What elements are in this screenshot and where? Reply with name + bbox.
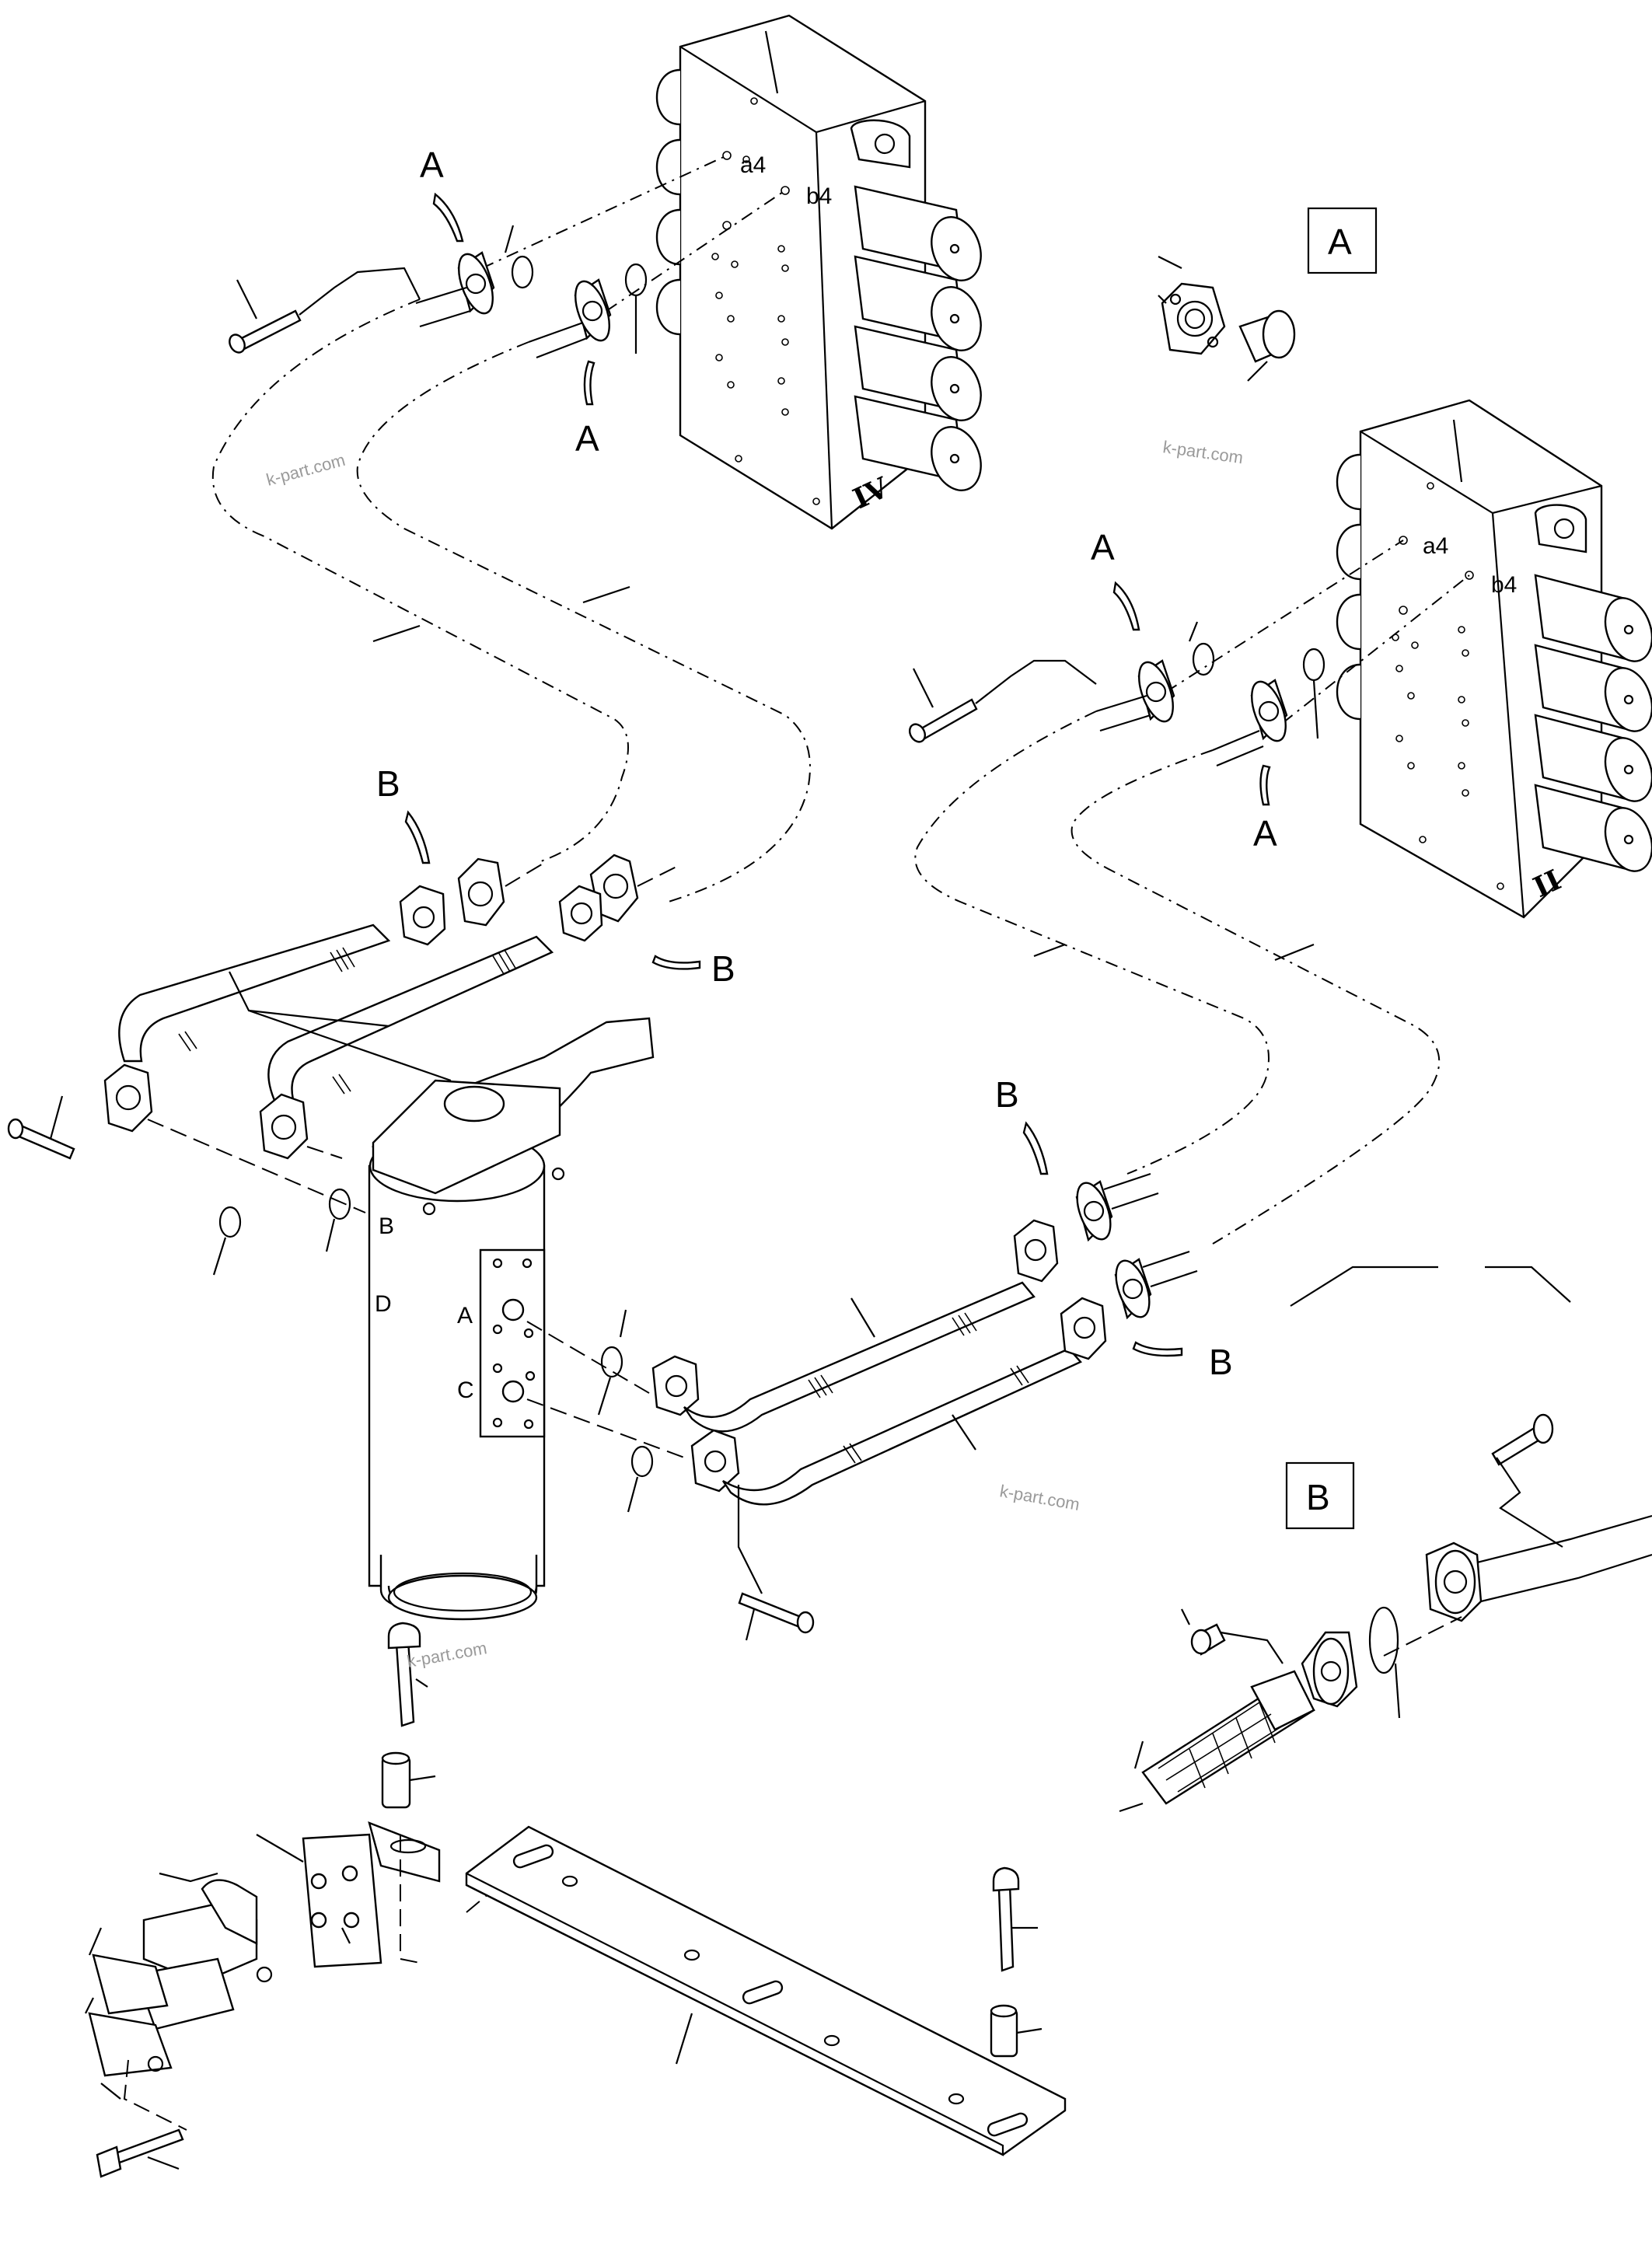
hose-assemblies-right (526, 1172, 1198, 1641)
hose-routes (211, 299, 1441, 1245)
solenoid-group-iv (854, 185, 982, 491)
svg-text:A: A (575, 418, 599, 459)
svg-text:A: A (420, 145, 444, 185)
detail-a: A (1158, 207, 1378, 382)
mounting-hardware (85, 1622, 1067, 2178)
control-valve-ii: II a4 b4 (1336, 399, 1652, 919)
swivel-joint: B D A C (368, 1017, 655, 1621)
control-valve-iv: IV a4 b4 (655, 14, 982, 530)
svg-text:k-part.com: k-part.com (264, 450, 348, 490)
detail-b: B (1119, 1266, 1652, 1813)
callout-b-left: B B (376, 763, 735, 989)
port-label-b4-upper: b4 (806, 183, 832, 209)
svg-text:B: B (711, 948, 735, 989)
svg-text:k-part.com: k-part.com (1161, 437, 1244, 467)
upper-flange-fittings (229, 155, 786, 359)
svg-text:B: B (1209, 1342, 1233, 1382)
svg-text:A: A (1091, 527, 1115, 567)
svg-text:B: B (995, 1074, 1019, 1115)
detail-b-box (1285, 1461, 1355, 1530)
detail-a-label: A (1328, 222, 1352, 262)
svg-text:B: B (376, 763, 400, 804)
port-label-b4-lower: b4 (1491, 572, 1517, 598)
swivel-port-b: B (379, 1213, 394, 1239)
lower-flange-fittings (908, 539, 1470, 767)
solenoid-group-ii (1534, 574, 1652, 872)
callout-a-upper: A A (420, 145, 599, 459)
svg-text:k-part.com: k-part.com (998, 1481, 1081, 1514)
swivel-port-a: A (457, 1303, 473, 1329)
swivel-port-d: D (375, 1291, 392, 1317)
detail-b-label: B (1306, 1477, 1330, 1517)
port-label-a4-upper: a4 (740, 152, 766, 178)
hose-assemblies-left (7, 854, 677, 1276)
svg-text:A: A (1253, 813, 1277, 854)
callout-b-right: B B (995, 1074, 1233, 1382)
callout-a-lower: A A (1091, 527, 1277, 854)
swivel-port-c: C (457, 1377, 474, 1403)
port-label-a4-lower: a4 (1423, 533, 1448, 559)
detail-a-box (1307, 207, 1378, 274)
